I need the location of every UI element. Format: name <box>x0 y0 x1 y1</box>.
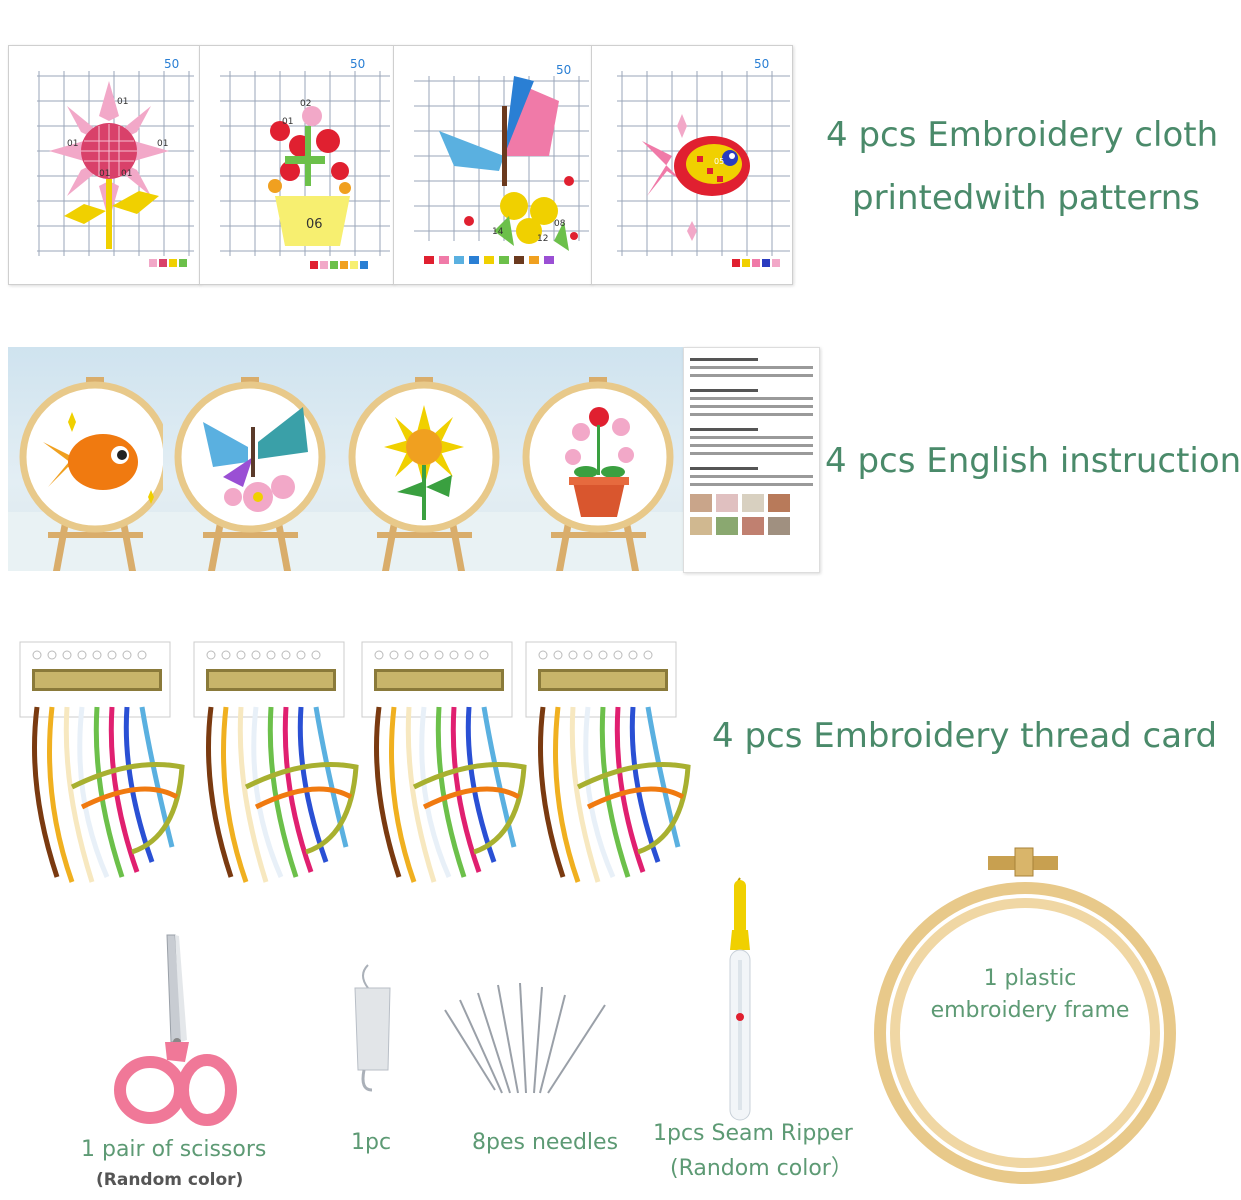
butterfly-pattern: 14 12 08 50 <box>414 63 589 264</box>
seam-ripper-icon <box>729 877 751 1121</box>
flower-pot-label-1: 02 <box>300 99 311 109</box>
thread-caption: 4 pcs Embroidery thread card <box>712 716 1218 756</box>
needles-label: 8pes needles <box>472 1130 619 1155</box>
frame-label-line2: embroidery frame <box>930 998 1130 1023</box>
instruction-card-flower-pot <box>511 347 685 571</box>
goldfish-pattern: 05 50 <box>617 57 790 267</box>
thread-card-3 <box>361 641 527 883</box>
butterfly-label-3: 08 <box>554 219 566 229</box>
flower-pot-label-3: 06 <box>306 217 323 232</box>
sunflower-label-2: 01 <box>67 139 78 149</box>
instruction-card-butterfly <box>163 347 337 571</box>
cloth-card-flower-pot: 02 01 06 50 <box>199 45 394 285</box>
cloth-caption-line1: 4 pcs Embroidery cloth <box>826 115 1219 155</box>
threader-label: 1pc <box>351 1130 392 1155</box>
sunflower-label-4: 01 <box>99 169 110 179</box>
sunflower-label-5: 01 <box>121 169 132 179</box>
ripper-label-line2: (Random color） <box>670 1156 853 1181</box>
cloth-card-butterfly: 14 12 08 50 <box>393 45 592 285</box>
instruction-card-goldfish <box>8 347 182 571</box>
sunflower-pattern: 01 01 01 01 01 50 <box>37 57 194 267</box>
instruction-card-sunflower <box>337 347 511 571</box>
butterfly-label-2: 12 <box>537 234 548 244</box>
scissors-label: 1 pair of scissors <box>81 1137 267 1162</box>
sunflower-label-1: 01 <box>117 97 128 107</box>
ripper-label-line1: 1pcs Seam Ripper <box>653 1121 853 1146</box>
instruction-sheet <box>683 347 820 573</box>
sunflower-grid-mark: 50 <box>164 57 179 71</box>
embroidery-hoop-icon <box>874 847 1176 1184</box>
scissors-note: (Random color) <box>96 1170 244 1190</box>
thread-card-1 <box>19 641 185 883</box>
scissors-icon <box>114 934 237 1126</box>
needles-icon <box>444 982 606 1094</box>
goldfish-grid-mark: 50 <box>754 57 769 71</box>
flower-pot-grid-mark: 50 <box>350 57 365 71</box>
cloth-card-sunflower: 01 01 01 01 01 50 <box>8 45 200 285</box>
frame-label: 1 plastic embroidery frame <box>905 963 1155 1027</box>
sunflower-hoop-image <box>337 377 511 571</box>
thread-card-4 <box>525 641 691 883</box>
flower-pot-hoop-image <box>511 377 685 571</box>
sunflower-label-3: 01 <box>157 139 168 149</box>
thread-card-2 <box>193 641 359 883</box>
butterfly-grid-mark: 50 <box>556 63 571 77</box>
flower-pot-label-2: 01 <box>282 117 293 127</box>
frame-label-line1: 1 plastic <box>983 966 1077 991</box>
instruction-caption: 4 pcs English instruction <box>825 441 1241 481</box>
flower-pot-pattern: 02 01 06 50 <box>220 57 390 269</box>
needle-threader-icon <box>354 964 391 1092</box>
butterfly-hoop-image <box>163 377 337 571</box>
cloth-caption-line2: printedwith patterns <box>852 178 1200 218</box>
goldfish-label-1: 05 <box>714 157 724 166</box>
butterfly-label-1: 14 <box>492 227 504 237</box>
goldfish-hoop-image <box>8 377 182 571</box>
cloth-card-goldfish: 05 50 <box>591 45 793 285</box>
